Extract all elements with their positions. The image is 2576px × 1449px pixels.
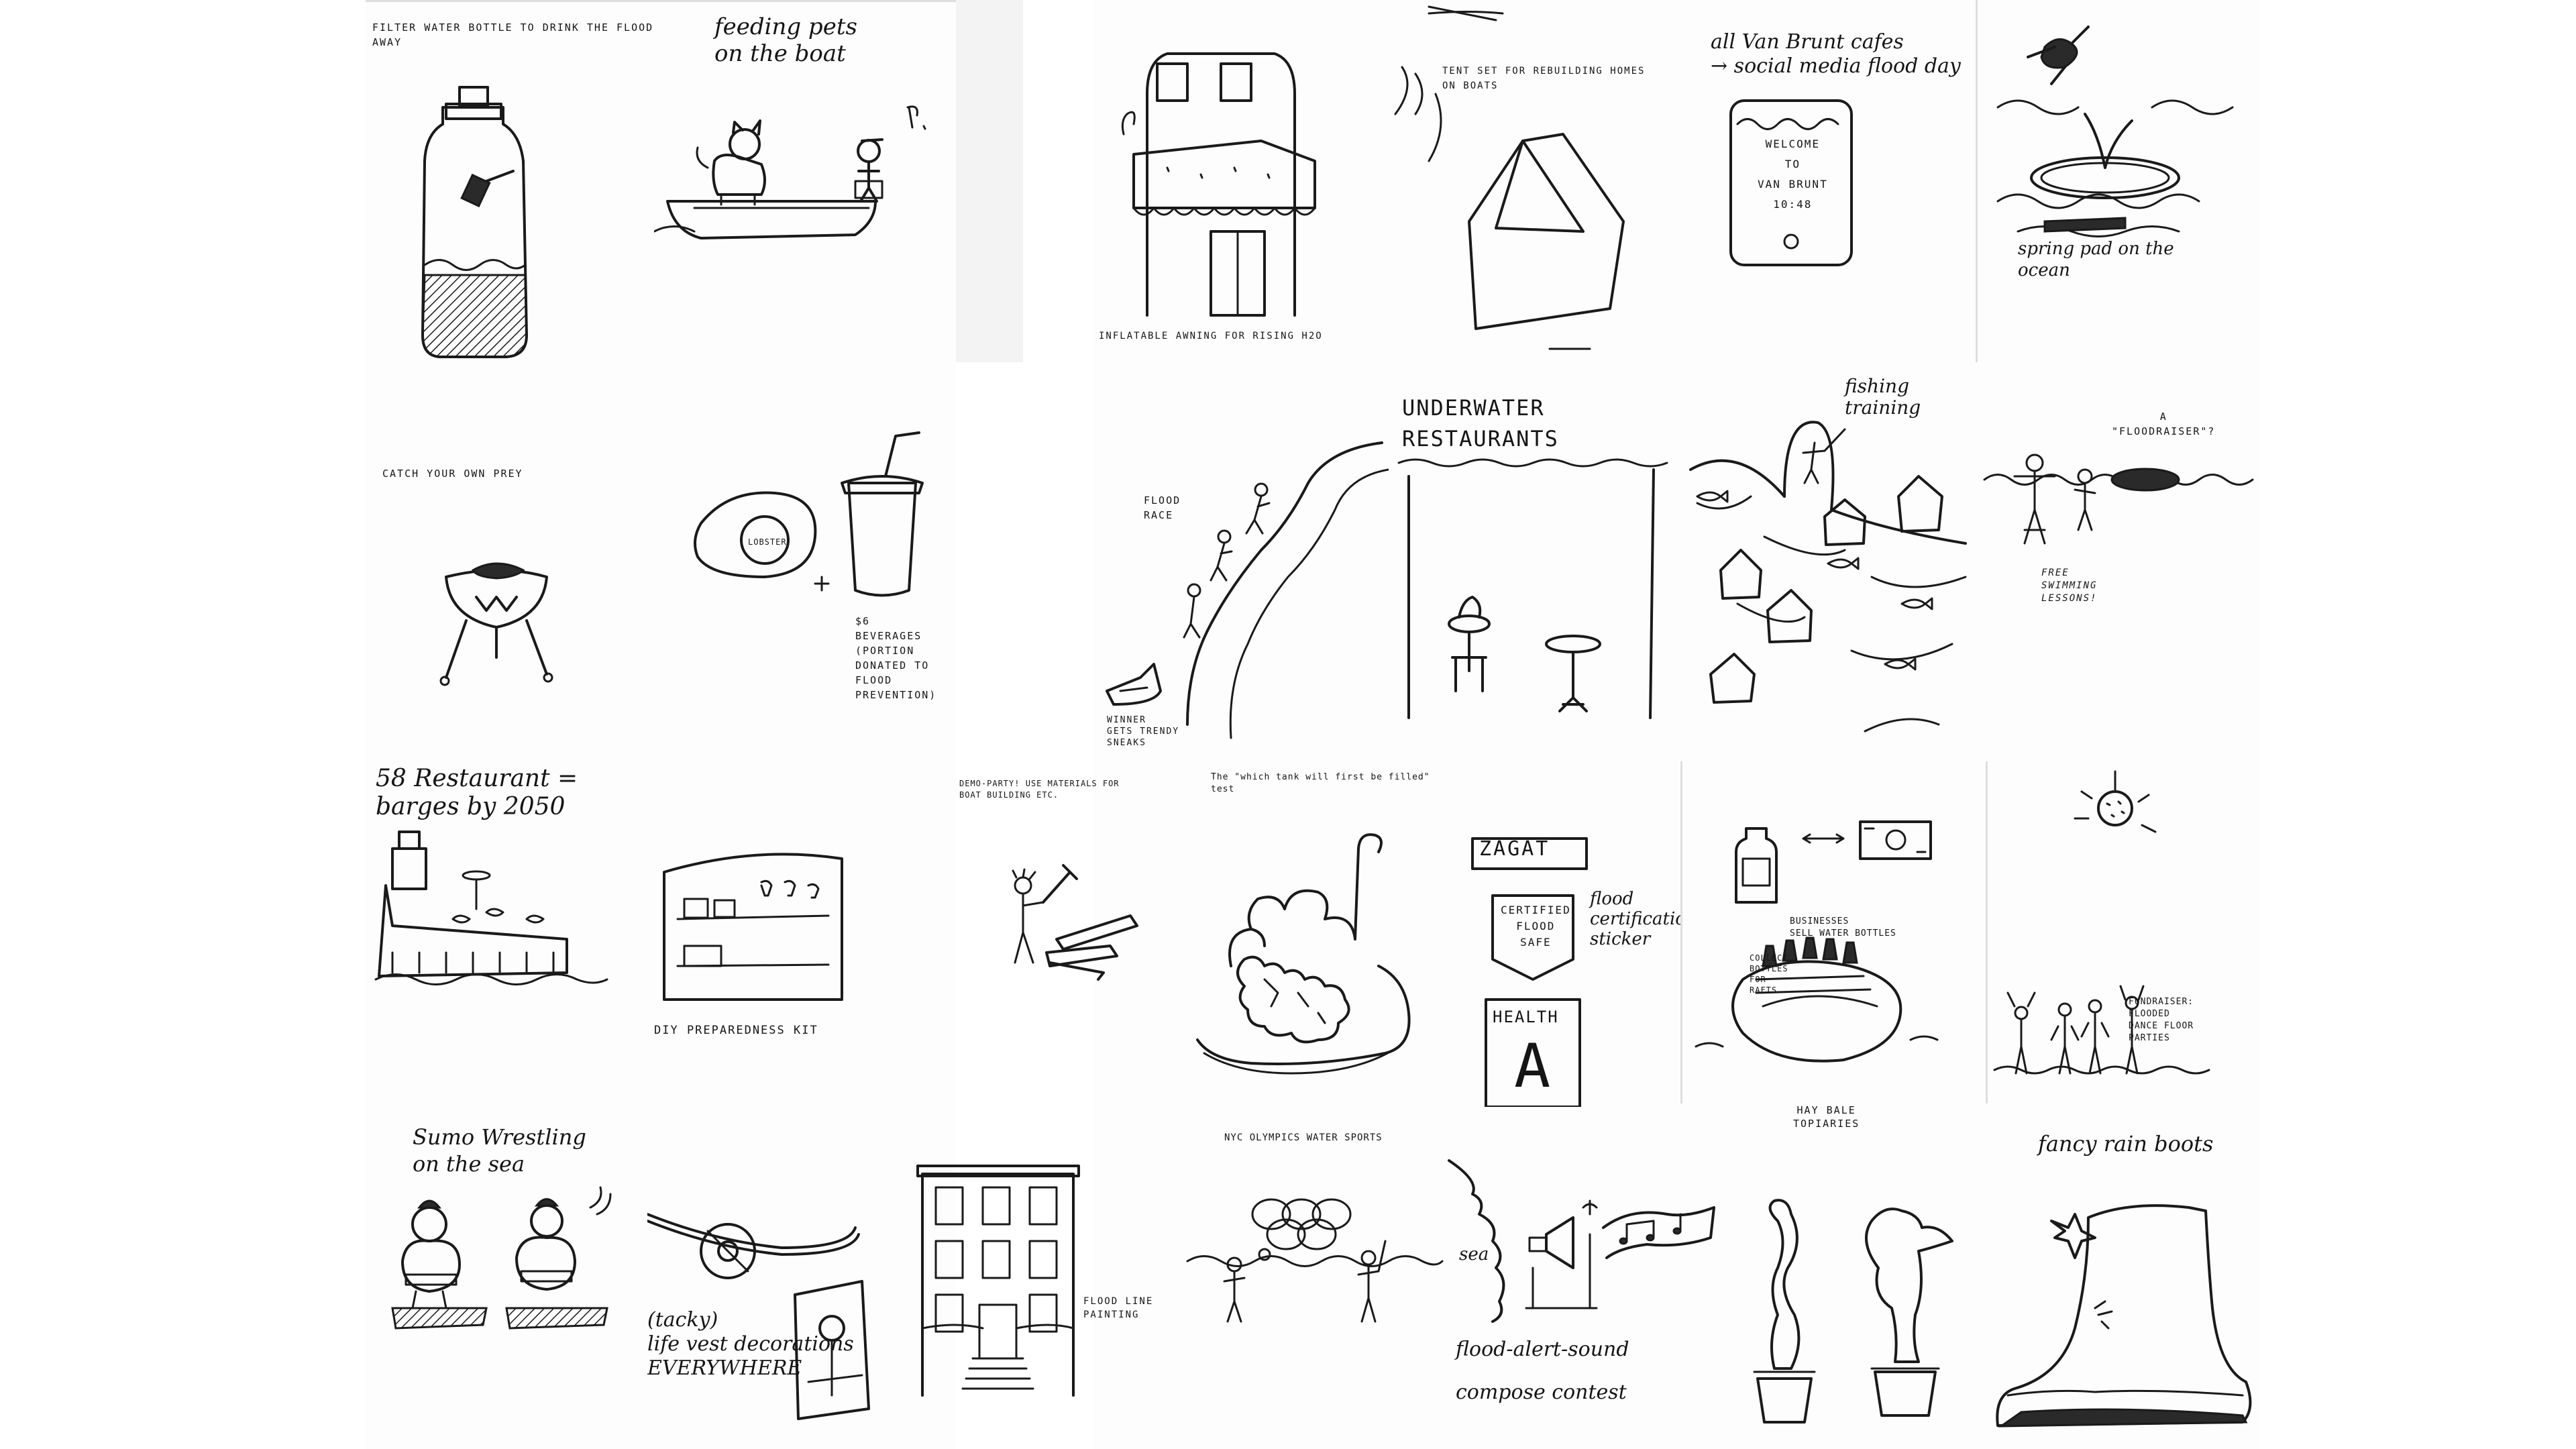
- sketch-flood-certification: ZAGAT CERTIFIED FLOOD SAFE flood certifi…: [1466, 758, 1680, 1107]
- caption-sumo: Sumo Wrestling on the sea: [413, 1124, 586, 1177]
- sketch-underwater-restaurants: UNDERWATER RESTAURANTS: [1389, 376, 1684, 758]
- caption-catch-prey: CATCH YOUR OWN PREY: [382, 468, 523, 480]
- sketch-lobster-beverages: LOBSTER $6 BEVERAGES (PORTION DONATED TO…: [654, 376, 956, 751]
- sketch-sheet-gap: [956, 0, 1023, 362]
- caption-van-brunt: all Van Brunt cafes → social media flood…: [1711, 30, 1961, 78]
- caption-tent-set: TENT SET FOR REBUILDING HOMES ON BOATS: [1442, 66, 1646, 91]
- top-edge: [366, 0, 956, 2]
- sketch-van-brunt-phone: all Van Brunt cafes → social media flood…: [1684, 0, 1976, 362]
- sketch-spring-pad: spring pad on the ocean: [1978, 0, 2261, 362]
- sheet-divider: [1986, 761, 1988, 1104]
- sketch-feeding-pets: feeding pets on the boat: [654, 0, 956, 376]
- caption-winner: WINNER GETS TRENDY SNEAKS: [1107, 715, 1180, 748]
- caption-collect-bottles: COLLECT BOTTLES FOR RAFTS: [1750, 953, 1788, 995]
- caption-underwater-restaurants: UNDERWATER RESTAURANTS: [1402, 395, 1559, 451]
- sketch-restaurant-barges: 58 Restaurant = barges by 2050: [366, 751, 654, 1107]
- caption-beverages: $6 BEVERAGES (PORTION DONATED TO FLOOD P…: [855, 615, 937, 701]
- caption-nyc-olympics: NYC OLYMPICS WATER SPORTS: [1224, 1132, 1383, 1143]
- sketch-flood-race: FLOOD RACE WINNER GETS TRENDY SNEAKS: [1093, 376, 1389, 758]
- caption-restaurant-barges: 58 Restaurant = barges by 2050: [376, 765, 578, 820]
- sketch-catch-prey: CATCH YOUR OWN PREY: [366, 376, 654, 751]
- sketch-nyc-olympics: NYC OLYMPICS WATER SPORTS: [1184, 1107, 1446, 1449]
- caption-life-vest: (tacky) life vest decorations EVERYWHERE: [647, 1308, 854, 1380]
- label-zagat: ZAGAT: [1479, 837, 1550, 861]
- caption-inflatable-awning: INFLATABLE AWNING FOR RISING H2O: [1099, 331, 1323, 341]
- sketch-life-vest: (tacky) life vest decorations EVERYWHERE: [647, 1107, 916, 1449]
- sketch-rain-boots: fancy rain boots: [1988, 1107, 2261, 1449]
- sketch-diy-kit: DIY PREPAREDNESS KIT: [654, 751, 956, 1107]
- caption-free-swimming: FREE SWIMMING LESSONS!: [2041, 568, 2098, 604]
- caption-filter-bottle: FILTER WATER BOTTLE TO DRINK THE FLOOD A…: [372, 21, 654, 48]
- sketch-hay-bale-topiaries: [1717, 1140, 1986, 1449]
- caption-flood-line: FLOOD LINE PAINTING: [1083, 1296, 1154, 1320]
- sketch-which-tank: The "which tank will first be filled" te…: [1184, 758, 1466, 1107]
- label-lobster: LOBSTER: [748, 537, 787, 547]
- caption-floodraiser: A "FLOODRAISER"?: [2112, 411, 2216, 437]
- sketch-sheet-left: [366, 0, 956, 1449]
- sketch-filter-bottle: FILTER WATER BOTTLE TO DRINK THE FLOOD A…: [366, 0, 654, 376]
- label-sea: sea: [1459, 1244, 1489, 1265]
- sketch-fundraiser: FUNDRAISER: FLOODED DANCE FLOOR PARTIES: [1988, 765, 2261, 1107]
- sketch-bottle-rafts: BUSINESSES SELL WATER BOTTLES COLLECT BO…: [1682, 765, 1986, 1140]
- caption-which-tank: The "which tank will first be filled" te…: [1211, 772, 1430, 794]
- caption-flood-alert: flood-alert-sound compose contest: [1456, 1338, 1629, 1404]
- sketch-demo-party: DEMO-PARTY! USE MATERIALS FOR BOAT BUILD…: [956, 771, 1184, 1107]
- sheet-divider: [1976, 0, 1978, 362]
- label-certified-flood-safe: CERTIFIED FLOOD SAFE: [1501, 904, 1571, 949]
- caption-hay-bale: HAY BALE TOPIARIES: [1793, 1104, 1860, 1130]
- sketch-fishing-training: fishing training: [1684, 376, 1978, 758]
- sketch-inflatable-awning: INFLATABLE AWNING FOR RISING H2O: [1093, 0, 1389, 362]
- sketch-flood-alert: sea flood-alert-sound compose contest: [1446, 1107, 1717, 1449]
- sheet-divider: [1680, 761, 1682, 1104]
- caption-rain-boots: fancy rain boots: [2038, 1131, 2214, 1157]
- label-health-grade: A: [1514, 1031, 1552, 1102]
- caption-feeding-pets: feeding pets on the boat: [714, 13, 857, 67]
- caption-fundraiser: FUNDRAISER: FLOODED DANCE FLOOR PARTIES: [2129, 997, 2194, 1043]
- caption-flood-race: FLOOD RACE: [1144, 494, 1181, 521]
- sketch-floodraiser: A "FLOODRAISER"? FREE SWIMMING LESSONS!: [1978, 376, 2261, 758]
- caption-flood-certification: flood certification sticker: [1590, 889, 1680, 949]
- caption-spring-pad: spring pad on the ocean: [2018, 239, 2174, 280]
- caption-businesses-bottles: BUSINESSES SELL WATER BOTTLES: [1790, 916, 1896, 938]
- caption-diy-kit: DIY PREPAREDNESS KIT: [654, 1024, 818, 1037]
- sketch-tent-set: TENT SET FOR REBUILDING HOMES ON BOATS: [1389, 0, 1684, 362]
- sketch-sumo-wrestling: Sumo Wrestling on the sea: [366, 1107, 647, 1449]
- caption-fishing-training: fishing training: [1845, 376, 1921, 419]
- phone-screen-text: WELCOME TO VAN BRUNT 10:48: [1758, 138, 1828, 211]
- sketch-flood-line: FLOOD LINE PAINTING: [916, 1107, 1184, 1449]
- caption-demo-party: DEMO-PARTY! USE MATERIALS FOR BOAT BUILD…: [959, 779, 1120, 800]
- label-health: HEALTH: [1493, 1008, 1559, 1026]
